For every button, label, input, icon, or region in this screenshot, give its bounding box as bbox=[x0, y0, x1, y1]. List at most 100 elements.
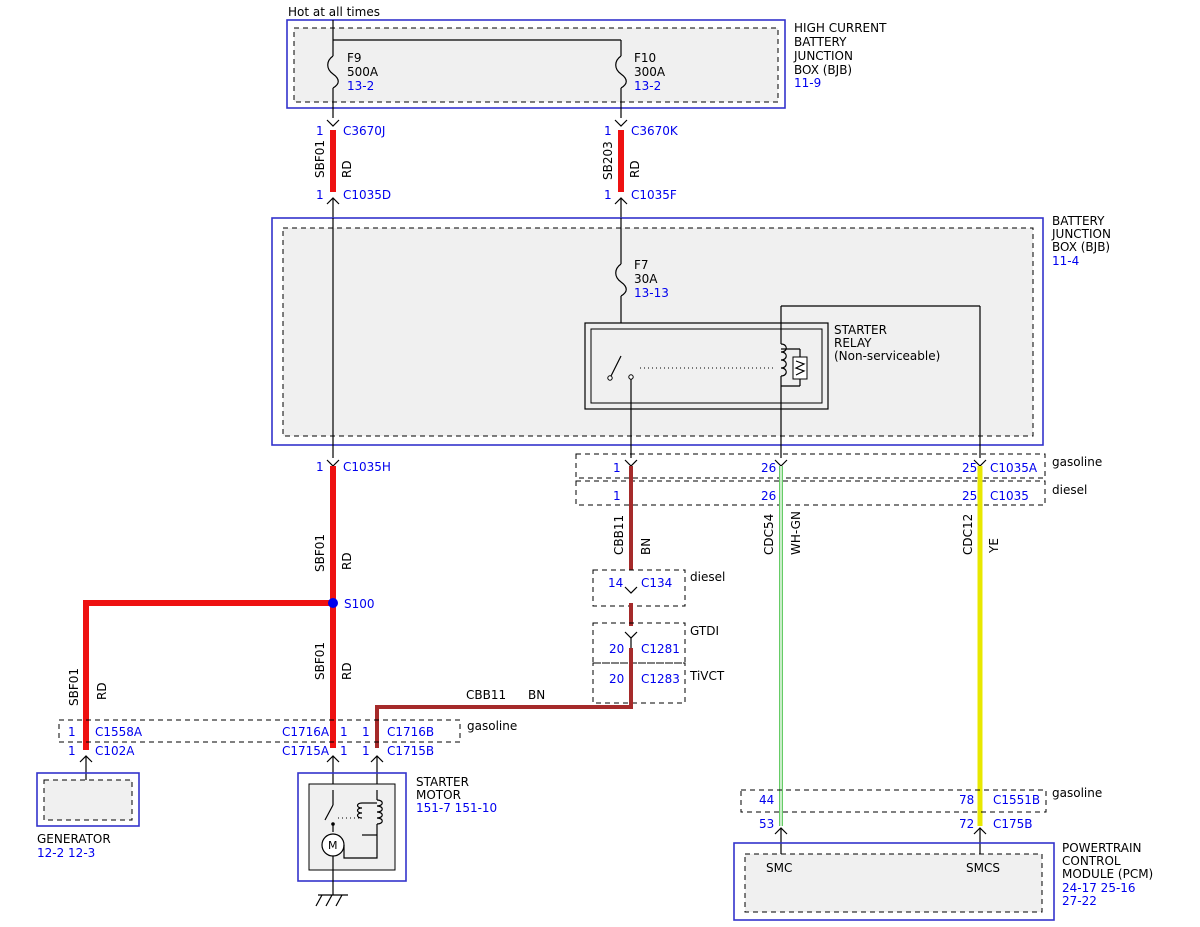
relay-resistor-icon bbox=[792, 356, 808, 380]
c1035f-name[interactable]: C1035F bbox=[631, 188, 677, 202]
c1716-row-note: gasoline bbox=[467, 719, 517, 733]
c1558a-name[interactable]: C1558A bbox=[95, 725, 143, 739]
high-current-bjb-ref[interactable]: 11-9 bbox=[794, 76, 821, 90]
c1035-name[interactable]: C1035 bbox=[990, 489, 1029, 503]
starter-relay-label-2: RELAY bbox=[834, 336, 872, 350]
c1715a-name[interactable]: C1715A bbox=[282, 744, 330, 758]
starter-relay-label-3: (Non-serviceable) bbox=[834, 349, 940, 363]
generator-label: GENERATOR bbox=[37, 832, 111, 846]
cbb11-circuit: CBB11 bbox=[612, 515, 626, 555]
c1283-row bbox=[592, 662, 686, 704]
c1715a-pin: 1 bbox=[340, 744, 348, 758]
c1716a-name[interactable]: C1716A bbox=[282, 725, 330, 739]
c102a-name[interactable]: C102A bbox=[95, 744, 135, 758]
starter-motor-label-2: MOTOR bbox=[416, 788, 461, 802]
bjb-outline bbox=[271, 217, 1044, 446]
pcm-pin-smc: SMC bbox=[766, 861, 792, 875]
c1035a-name[interactable]: C1035A bbox=[990, 461, 1038, 475]
c1035h-name[interactable]: C1035H bbox=[343, 460, 391, 474]
c1716-gasoline-row bbox=[58, 719, 461, 743]
cbb11-circuit-horizontal: CBB11 bbox=[466, 688, 506, 702]
c3670j-name[interactable]: C3670J bbox=[343, 124, 385, 138]
c1551b-name[interactable]: C1551B bbox=[993, 793, 1040, 807]
pcm[interactable] bbox=[733, 842, 1055, 921]
c1716b-name[interactable]: C1716B bbox=[387, 725, 434, 739]
c175b-pin-72: 72 bbox=[959, 817, 974, 831]
c1281-note: GTDI bbox=[690, 624, 719, 638]
splice-s100-dot[interactable] bbox=[328, 598, 338, 608]
starter-motor[interactable] bbox=[297, 772, 407, 907]
pcm-connector-arrows bbox=[774, 827, 987, 856]
c1035-row bbox=[575, 480, 1046, 506]
c1035a-pin-1: 1 bbox=[613, 461, 621, 475]
generator-outline bbox=[36, 772, 140, 827]
splice-s100-label[interactable]: S100 bbox=[344, 597, 375, 611]
generator[interactable] bbox=[36, 772, 140, 827]
sbf01-circuit-gen: SBF01 bbox=[67, 668, 81, 706]
relay-coil-icon bbox=[780, 343, 787, 377]
sbf01-color-mid: RD bbox=[340, 552, 354, 570]
relay-switch-icon bbox=[609, 355, 622, 379]
c1281-name[interactable]: C1281 bbox=[641, 642, 680, 656]
pcm-ref-1[interactable]: 24-17 25-16 bbox=[1062, 881, 1136, 895]
sbf01-color-low: RD bbox=[340, 662, 354, 680]
cbb11-wire bbox=[375, 466, 686, 748]
bjb-label-1: BATTERY bbox=[1052, 214, 1105, 228]
wire-sbf01-generator[interactable] bbox=[83, 600, 333, 750]
c175b-name[interactable]: C175B bbox=[993, 817, 1033, 831]
fuse-f10-icon bbox=[615, 55, 627, 89]
c134-name[interactable]: C134 bbox=[641, 576, 672, 590]
c1035-pin-25: 25 bbox=[962, 489, 977, 503]
c102a-pin: 1 bbox=[68, 744, 76, 758]
bjb-label-3: BOX (BJB) bbox=[1052, 240, 1110, 254]
fuse-f7-icon bbox=[615, 263, 627, 297]
starter-relay-inner bbox=[590, 328, 823, 404]
bjb-ref[interactable]: 11-4 bbox=[1052, 254, 1079, 268]
c1035d-name[interactable]: C1035D bbox=[343, 188, 391, 202]
pcm-inner bbox=[744, 853, 1043, 913]
c1281-row bbox=[592, 622, 686, 664]
sbf01-color-gen: RD bbox=[95, 682, 109, 700]
cdc54-circuit: CDC54 bbox=[762, 514, 776, 555]
high-current-bjb-outline bbox=[286, 19, 786, 109]
starter-motor-ref[interactable]: 151-7 151-10 bbox=[416, 801, 497, 815]
c1035a-note: gasoline bbox=[1052, 455, 1102, 469]
c1551b-pin-44: 44 bbox=[759, 793, 774, 807]
pcm-ref-2[interactable]: 27-22 bbox=[1062, 894, 1097, 908]
c1283-note: TiVCT bbox=[689, 669, 725, 683]
fuse-f7-ref[interactable]: 13-13 bbox=[634, 286, 669, 300]
cdc12-color: YE bbox=[987, 538, 1001, 554]
connector-arrow bbox=[326, 119, 340, 127]
connector-arrow bbox=[614, 119, 628, 127]
c1035-pin-26: 26 bbox=[761, 489, 776, 503]
pcm-label-3: MODULE (PCM) bbox=[1062, 867, 1153, 881]
wire-cbb11-lower[interactable] bbox=[375, 648, 633, 748]
c1551b-pin-78: 78 bbox=[959, 793, 974, 807]
c3670k-name[interactable]: C3670K bbox=[631, 124, 679, 138]
fuse-f9-ref[interactable]: 13-2 bbox=[347, 79, 374, 93]
starter-motor-label-1: STARTER bbox=[416, 775, 469, 789]
c1283-name[interactable]: C1283 bbox=[641, 672, 680, 686]
c1035a-pin-26: 26 bbox=[761, 461, 776, 475]
starter-hold-coil-icon bbox=[356, 802, 363, 819]
starter-solenoid-coil-icon bbox=[376, 799, 383, 825]
c1283-pin: 20 bbox=[609, 672, 624, 686]
sb203-circuit: SB203 bbox=[601, 141, 615, 180]
generator-ref[interactable]: 12-2 12-3 bbox=[37, 846, 95, 860]
hcbjb-internal-wiring bbox=[327, 20, 627, 118]
starter-relay-label-1: STARTER bbox=[834, 323, 887, 337]
c1035a-row bbox=[575, 453, 1046, 479]
top-wires bbox=[326, 119, 628, 218]
pcm-wires bbox=[779, 466, 983, 826]
sbf01-circuit-mid: SBF01 bbox=[313, 534, 327, 572]
c1716b-pin: 1 bbox=[362, 725, 370, 739]
pcm-label-1: POWERTRAIN bbox=[1062, 841, 1142, 855]
c1558a-pin: 1 bbox=[68, 725, 76, 739]
starter-motor-inner bbox=[308, 783, 396, 871]
c1715b-name[interactable]: C1715B bbox=[387, 744, 434, 758]
fuse-f9-icon bbox=[327, 55, 339, 89]
c1281-pin: 20 bbox=[609, 642, 624, 656]
motor-symbol: M bbox=[328, 839, 338, 852]
fuse-f10-ref[interactable]: 13-2 bbox=[634, 79, 661, 93]
